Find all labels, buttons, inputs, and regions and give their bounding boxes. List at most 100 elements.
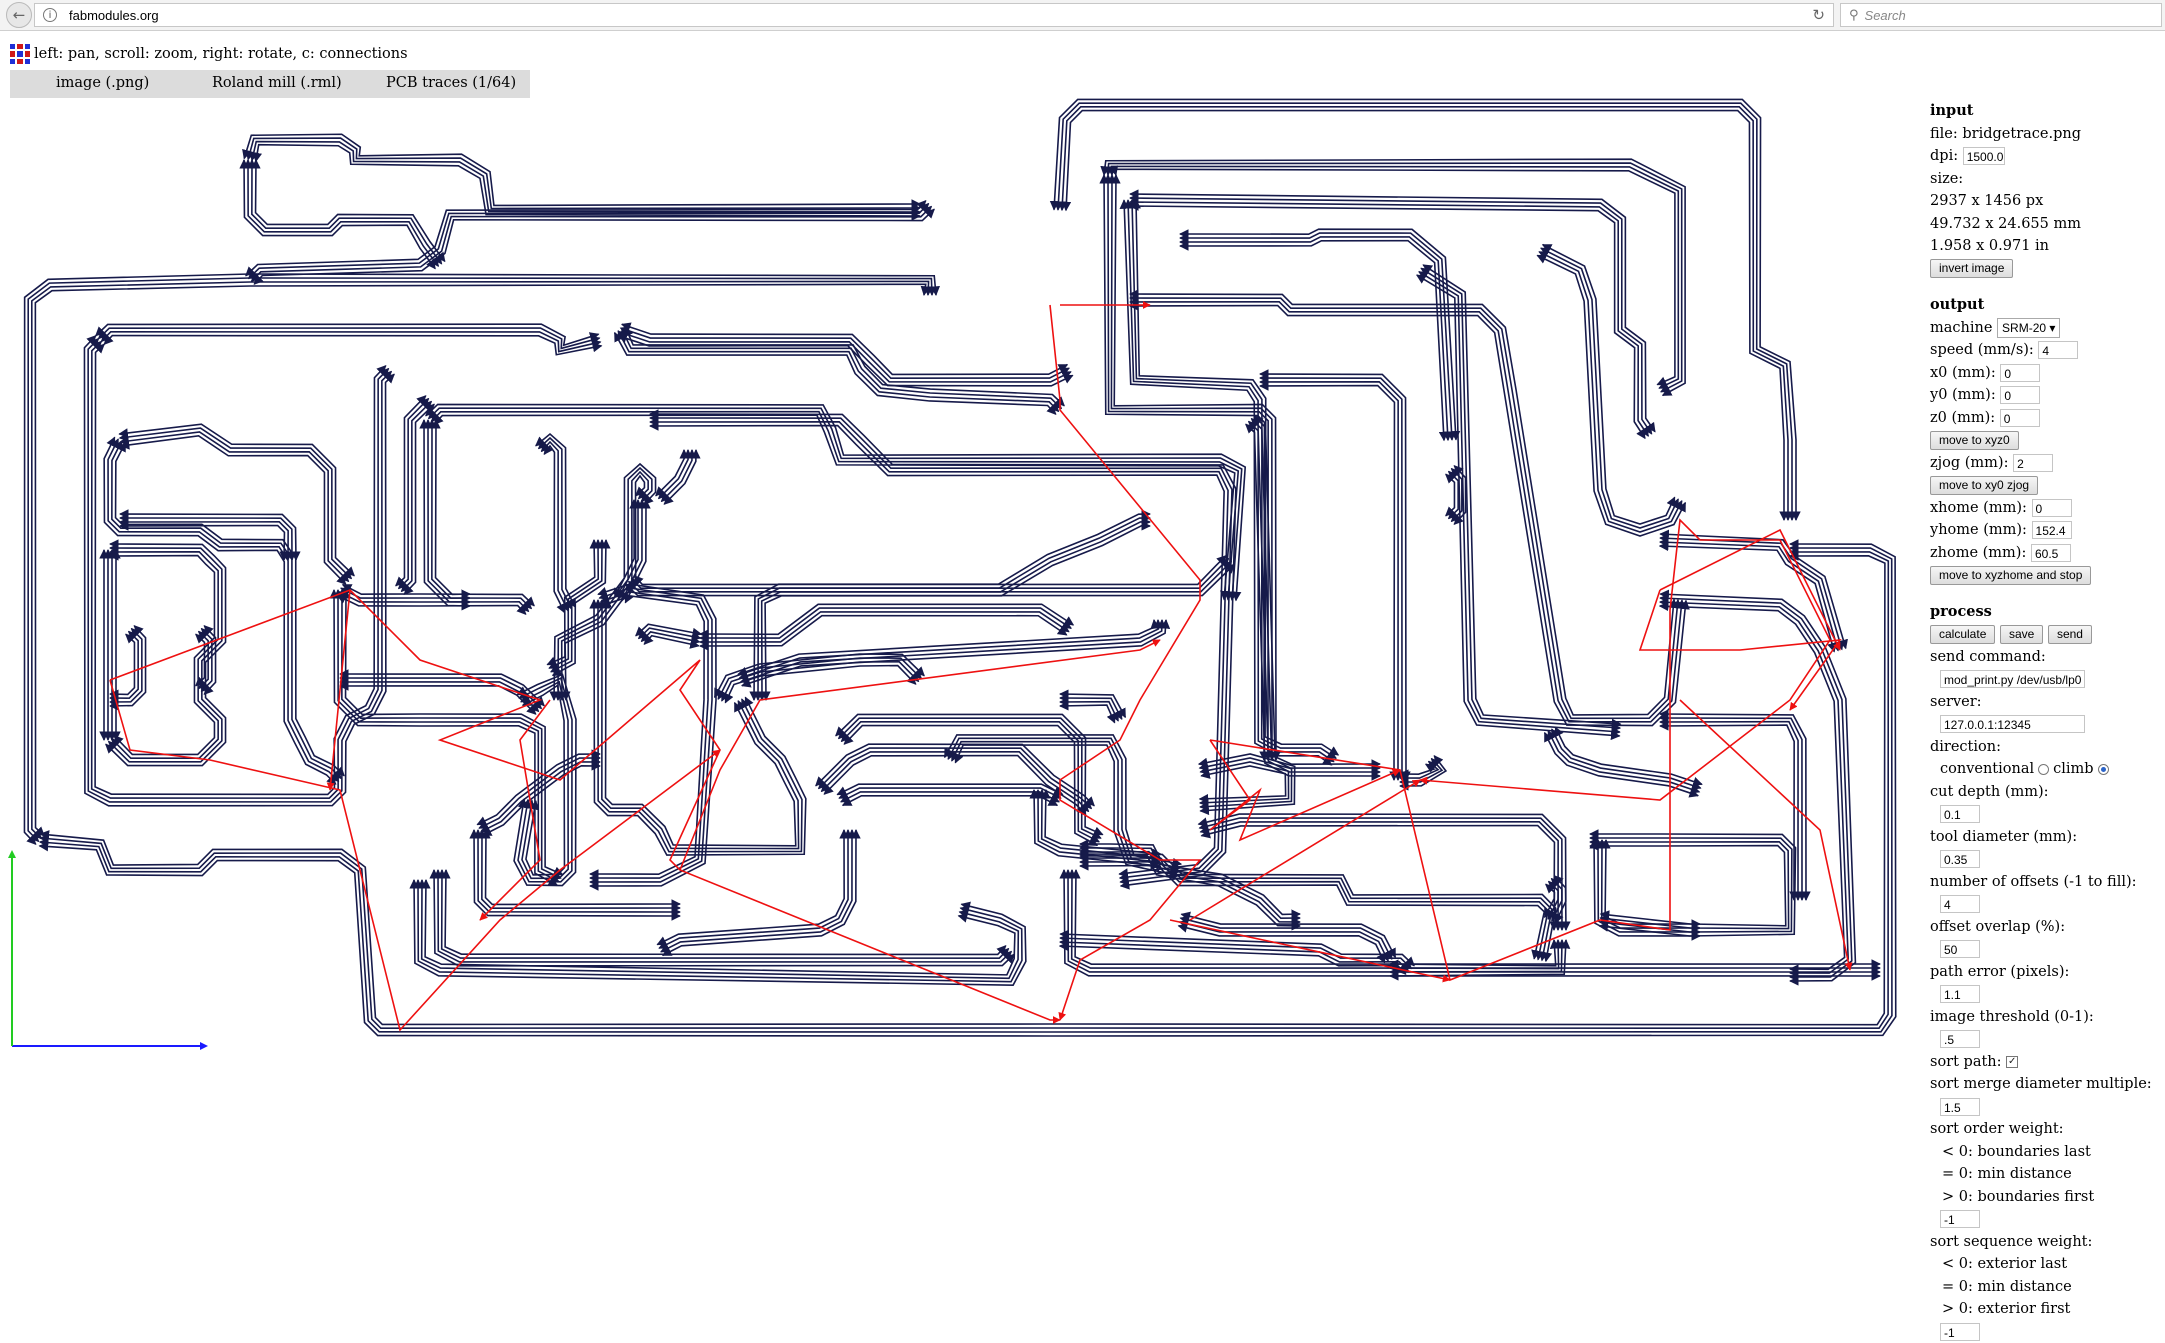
toolpath-segment bbox=[477, 829, 681, 913]
toolpath-segment bbox=[1399, 763, 1437, 779]
search-input[interactable]: ⚲ Search bbox=[1840, 3, 2162, 27]
toolpath-segment bbox=[1179, 239, 1449, 442]
reload-icon[interactable]: ↻ bbox=[1812, 6, 1825, 24]
toolpath-segment bbox=[103, 334, 603, 356]
y0-label: y0 (mm): bbox=[1930, 387, 1996, 403]
tab-pcb-traces[interactable]: PCB traces (1/64) bbox=[386, 75, 517, 91]
toolpath-segment bbox=[1389, 939, 1560, 969]
sequence-weight-input[interactable]: -1 bbox=[1940, 1322, 1980, 1341]
toolpath-segment bbox=[721, 661, 920, 702]
tab-roland-mill[interactable]: Roland mill (.rml) bbox=[212, 75, 342, 91]
offsets-label: number of offsets (-1 to fill): bbox=[1930, 873, 2137, 890]
toolpath-segment bbox=[661, 829, 861, 957]
toolpath-segment bbox=[1659, 717, 1803, 901]
toolpath-segment bbox=[1198, 757, 1293, 812]
toolpath-segment bbox=[119, 509, 301, 561]
send-command-input[interactable]: mod_print.py /dev/usb/lp0 bbox=[1940, 670, 2085, 688]
cut-depth-input[interactable]: 0.1 bbox=[1940, 805, 1980, 823]
toolpath-segment bbox=[1259, 381, 1399, 781]
toolpath-segment bbox=[836, 783, 1064, 796]
path-error-label: path error (pixels): bbox=[1930, 963, 2070, 980]
address-bar[interactable]: i fabmodules.org ↻ bbox=[34, 3, 1834, 27]
dpi-input[interactable]: 1500.0 bbox=[1962, 147, 2005, 165]
size-label: size: bbox=[1930, 170, 1964, 187]
toolpath-segment bbox=[1601, 839, 1701, 929]
toolpath-segment bbox=[841, 795, 1059, 807]
toolpath-segment bbox=[1589, 841, 1787, 927]
yhome-input[interactable]: 152.4 bbox=[2031, 521, 2072, 539]
sort-path-checkbox[interactable]: ✓ bbox=[2006, 1055, 2019, 1068]
server-label: server: bbox=[1930, 693, 1982, 710]
search-icon: ⚲ bbox=[1849, 7, 1859, 23]
toolpath-segment bbox=[1658, 541, 1837, 653]
toolpath-segment bbox=[589, 595, 705, 879]
y-axis-arrow-icon bbox=[8, 850, 16, 858]
toolpath-segment bbox=[481, 761, 601, 837]
search-placeholder: Search bbox=[1864, 7, 1906, 23]
toolpath-segment bbox=[429, 869, 1015, 967]
move-xyzhome-button[interactable]: move to xyzhome and stop bbox=[1930, 565, 2092, 585]
toolpath-segment bbox=[39, 547, 1890, 1030]
toolpath-segment bbox=[835, 713, 1104, 836]
order-weight-input[interactable]: -1 bbox=[1940, 1210, 1980, 1228]
speed-input[interactable]: 4 bbox=[2038, 341, 2079, 359]
info-icon[interactable]: i bbox=[43, 8, 57, 22]
machine-select[interactable]: SRM-20 ▾ bbox=[1997, 317, 2061, 338]
connection-move bbox=[1638, 589, 1842, 711]
input-heading: input bbox=[1930, 102, 1974, 119]
connection-move bbox=[1189, 779, 1421, 921]
toolpath-segment bbox=[427, 419, 471, 603]
connection-move bbox=[1659, 528, 1841, 651]
toolpath-canvas[interactable] bbox=[0, 0, 1920, 1060]
merge-input[interactable]: 1.5 bbox=[1940, 1097, 1980, 1116]
toolpath-segment bbox=[535, 432, 577, 609]
move-xyz0-button[interactable]: move to xyz0 bbox=[1930, 430, 2019, 450]
zjog-input[interactable]: 2 bbox=[2013, 453, 2054, 472]
tab-image-png[interactable]: image (.png) bbox=[56, 75, 150, 91]
conventional-radio[interactable] bbox=[2038, 763, 2050, 775]
toolpath-segment bbox=[1253, 415, 1381, 769]
process-heading: process bbox=[1930, 602, 1992, 620]
z0-input[interactable]: 0 bbox=[1999, 408, 2040, 427]
toolpath-segment bbox=[663, 449, 701, 505]
toolpath-segment bbox=[119, 431, 350, 583]
tool-diameter-input[interactable]: 0.35 bbox=[1940, 850, 1980, 868]
toolpath-segment bbox=[1545, 883, 1559, 931]
back-arrow-icon[interactable]: ← bbox=[6, 2, 32, 28]
toolpath-segment bbox=[1659, 533, 1845, 651]
xhome-input[interactable]: 0 bbox=[2031, 498, 2072, 517]
overlap-input[interactable]: 50 bbox=[1940, 940, 1980, 958]
module-tabs: image (.png) Roland mill (.rml) PCB trac… bbox=[10, 70, 530, 98]
toolpath-segment bbox=[633, 555, 1227, 586]
toolpath-segment bbox=[656, 829, 849, 946]
calculate-button[interactable]: calculate bbox=[1930, 624, 1996, 644]
zhome-input[interactable]: 60.5 bbox=[2030, 543, 2071, 562]
size-px: 2937 x 1456 px bbox=[1930, 193, 2044, 209]
invert-image-button[interactable]: invert image bbox=[1930, 259, 2014, 278]
save-button[interactable]: save bbox=[1999, 624, 2044, 644]
x0-input[interactable]: 0 bbox=[2000, 363, 2041, 382]
url-text: fabmodules.org bbox=[69, 7, 159, 23]
send-button[interactable]: send bbox=[2047, 624, 2092, 644]
x-axis-arrow-icon bbox=[200, 1042, 208, 1050]
y0-input[interactable]: 0 bbox=[2000, 386, 2041, 404]
connection-move bbox=[1209, 739, 1401, 842]
climb-radio[interactable] bbox=[2097, 763, 2109, 775]
threshold-label: image threshold (0-1): bbox=[1930, 1008, 2094, 1025]
threshold-input[interactable]: .5 bbox=[1940, 1030, 1980, 1048]
move-xy0-zjog-button[interactable]: move to xy0 zjog bbox=[1930, 475, 2039, 495]
toolpath-segment bbox=[1593, 839, 1701, 937]
order-line: < 0: boundaries last bbox=[1942, 1143, 2091, 1160]
toolpath-segment bbox=[1259, 373, 1407, 781]
path-error-input[interactable]: 1.1 bbox=[1940, 985, 1980, 1003]
output-heading: output bbox=[1930, 296, 1985, 313]
toolpath-segment bbox=[1389, 939, 1571, 981]
offsets-input[interactable]: 4 bbox=[1940, 895, 1980, 913]
toolpath-segment bbox=[103, 436, 337, 785]
toolpath-segment bbox=[243, 159, 440, 267]
server-input[interactable]: 127.0.0.1:12345 bbox=[1940, 715, 2085, 733]
sequence-line: > 0: exterior first bbox=[1942, 1301, 2071, 1317]
toolpath-segment bbox=[109, 633, 136, 700]
toolpath-segment bbox=[473, 829, 681, 917]
sequence-line: < 0: exterior last bbox=[1942, 1256, 2068, 1272]
